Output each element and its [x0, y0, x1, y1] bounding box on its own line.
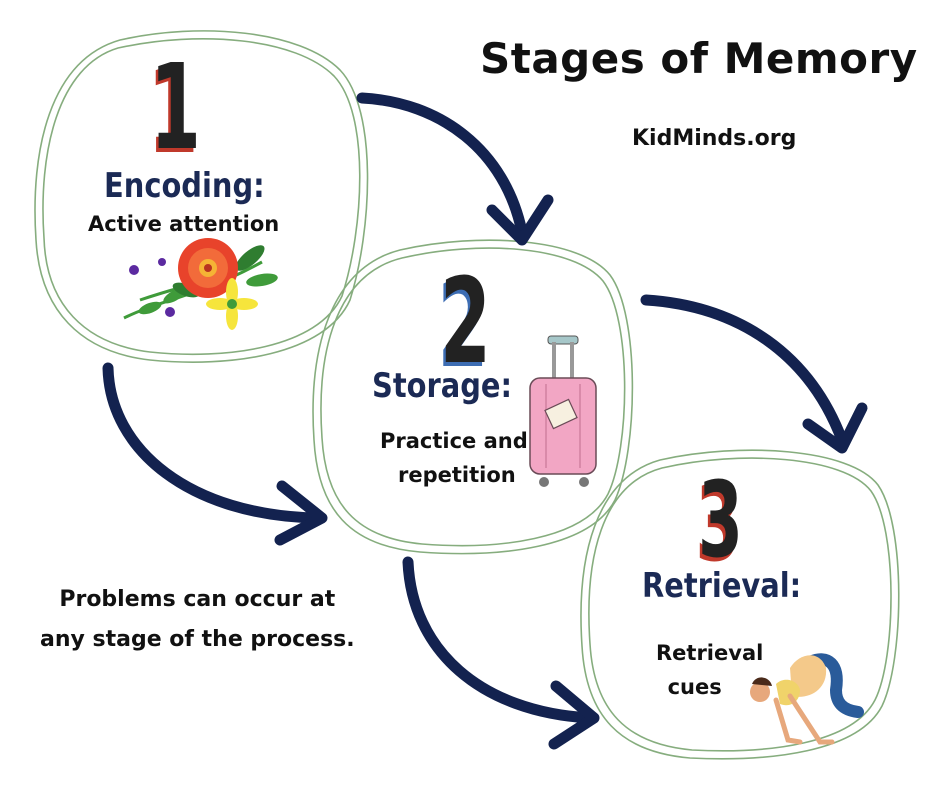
- stage-1-circle: [34, 30, 369, 363]
- arrow-encoding-down: [102, 362, 328, 546]
- process-note-line-1: Problems can occur at: [59, 587, 336, 612]
- stage-1-number: 1: [150, 38, 201, 176]
- stage-2-description: Practice and repetition: [380, 424, 528, 492]
- site-name: KidMinds.org: [632, 126, 797, 151]
- stage-3-description: Retrieval cues: [656, 636, 763, 704]
- process-note: Problems can occur at any stage of the p…: [40, 580, 355, 660]
- stage-3-name: Retrieval:: [642, 566, 802, 606]
- stage-2-description-line-1: Practice and: [380, 429, 528, 453]
- stage-2-description-line-2: repetition: [398, 463, 516, 487]
- stage-3-number: 3: [698, 459, 743, 581]
- arrow-storage-to-retrieval: [640, 294, 868, 454]
- stage-3-description-line-2: cues: [667, 675, 722, 699]
- process-note-line-2: any stage of the process.: [40, 627, 355, 652]
- stage-2-number: 2: [440, 252, 491, 390]
- stage-1-name: Encoding:: [104, 166, 265, 206]
- yoga-person-icon: [750, 653, 864, 745]
- stage-1-description: Active attention: [88, 212, 280, 236]
- arrow-storage-down: [402, 556, 600, 750]
- diagram-title: Stages of Memory: [480, 34, 918, 83]
- arrow-encoding-to-storage: [356, 92, 554, 246]
- stage-3-description-line-1: Retrieval: [656, 641, 764, 665]
- stage-2-name: Storage:: [372, 366, 513, 406]
- flower-bouquet-icon: [123, 238, 278, 330]
- stage-2-circle: [312, 239, 634, 555]
- suitcase-icon: [529, 335, 597, 487]
